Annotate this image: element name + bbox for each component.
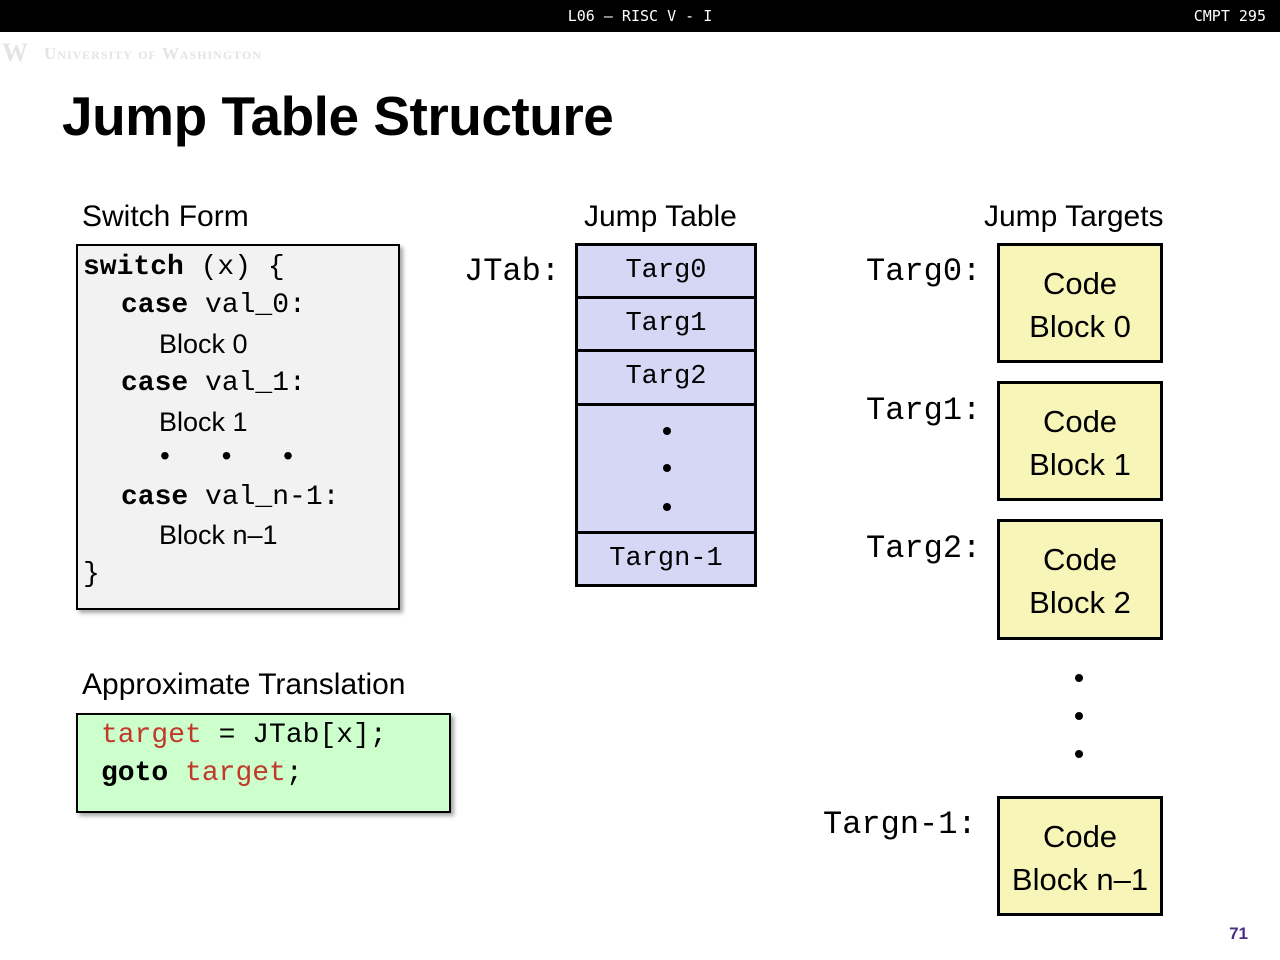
w-logo-icon: W xyxy=(2,38,28,67)
jump-table-entry: Targ2 xyxy=(575,349,757,406)
block-1-text: Block 1 xyxy=(159,407,248,437)
code-block-box: Code Block 2 xyxy=(997,519,1163,640)
slide-title: Jump Table Structure xyxy=(62,85,614,147)
code-line: Code xyxy=(1042,542,1118,577)
case-1-value: val_1: xyxy=(188,368,306,399)
goto-keyword: goto xyxy=(101,758,169,789)
ellipsis-dot xyxy=(663,503,671,511)
block-n-text: Block n–1 xyxy=(159,520,278,550)
ellipsis-dot xyxy=(1075,750,1083,758)
case-keyword: case xyxy=(121,368,189,399)
jtab-label: JTab: xyxy=(464,253,561,290)
jump-targets-heading: Jump Targets xyxy=(984,200,1164,233)
code-block-box: Code Block 1 xyxy=(997,381,1163,501)
block-0-text: Block 0 xyxy=(159,329,248,359)
top-bar: L06 – RISC V - I CMPT 295 xyxy=(0,0,1280,32)
case-0-value: val_0: xyxy=(188,290,306,321)
jump-table-entry: Targ0 xyxy=(575,243,757,299)
jump-table-entry: Targn-1 xyxy=(575,531,757,587)
target-variable: target xyxy=(185,758,286,789)
switch-form-heading: Switch Form xyxy=(82,200,249,233)
jump-table-ellipsis-cell xyxy=(575,403,757,534)
lecture-title: L06 – RISC V - I xyxy=(567,7,713,25)
jtab-lookup: = JTab[x]; xyxy=(201,720,387,751)
switch-form-box xyxy=(76,244,400,610)
semicolon: ; xyxy=(285,758,303,789)
case-0-line: case val_0: xyxy=(121,290,306,321)
case-keyword: case xyxy=(121,482,189,513)
target-label: Targ0: xyxy=(866,253,982,290)
translation-box xyxy=(76,713,451,813)
ellipsis-dot xyxy=(663,464,671,472)
code-block-box: Code Block n–1 xyxy=(997,796,1163,916)
ellipsis-dot xyxy=(1075,712,1083,720)
target-label: Targ1: xyxy=(866,392,982,429)
switch-keyword: switch xyxy=(83,252,184,283)
code-line: Code xyxy=(1042,819,1118,854)
logo-text: University of Washington xyxy=(44,44,262,63)
course-code: CMPT 295 xyxy=(1193,7,1266,25)
block-line: Block n–1 xyxy=(1011,862,1149,897)
ellipsis-dot xyxy=(663,427,671,435)
target-label: Targn-1: xyxy=(823,806,977,843)
case-n-value: val_n-1: xyxy=(188,482,340,513)
code-line: Code xyxy=(1042,404,1118,439)
code-block-box: Code Block 0 xyxy=(997,243,1163,363)
case-ellipsis: • • • xyxy=(160,440,315,471)
block-line: Block 0 xyxy=(1029,309,1131,344)
block-line: Block 2 xyxy=(1029,585,1131,620)
jump-table-entry: Targ1 xyxy=(575,296,757,352)
case-1-line: case val_1: xyxy=(121,368,306,399)
translation-line-1: target = JTab[x]; xyxy=(101,720,387,751)
block-line: Block 1 xyxy=(1029,447,1131,482)
page-number: 71 xyxy=(1229,924,1248,943)
case-n-line: case val_n-1: xyxy=(121,482,339,513)
switch-args: (x) { xyxy=(183,252,285,283)
case-keyword: case xyxy=(121,290,189,321)
switch-line: switch (x) { xyxy=(83,252,285,283)
target-variable: target xyxy=(101,720,202,751)
closing-brace: } xyxy=(83,559,100,590)
ellipsis-dot xyxy=(1075,674,1083,682)
translation-heading: Approximate Translation xyxy=(82,668,406,701)
code-line: Code xyxy=(1042,266,1118,301)
translation-line-2: goto target; xyxy=(101,758,303,789)
target-label: Targ2: xyxy=(866,530,982,567)
jump-table-heading: Jump Table xyxy=(584,200,737,233)
